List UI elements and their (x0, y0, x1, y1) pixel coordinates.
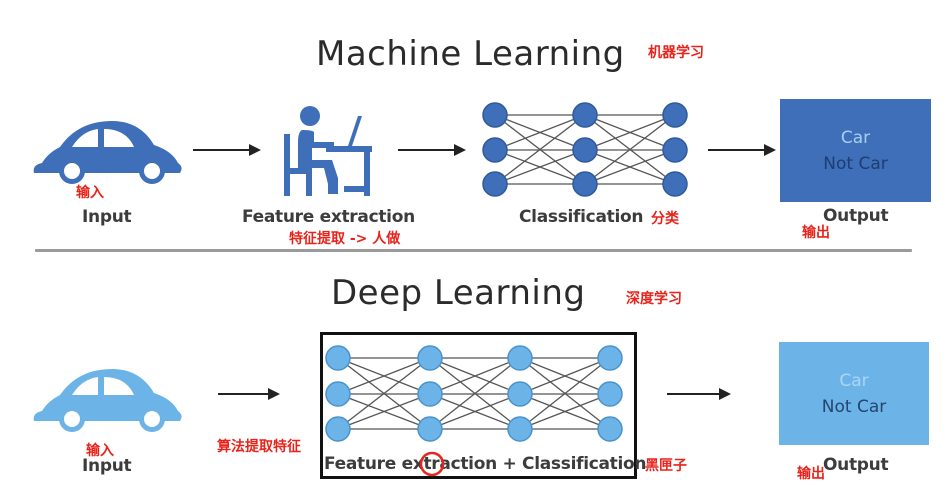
network-node (507, 416, 533, 442)
arrow-right-icon (708, 144, 776, 156)
ml-output-label: Output (823, 206, 889, 226)
network-edge (494, 149, 586, 185)
network-node (482, 137, 508, 163)
ml-feature-note: 特征提取 -> 人做 (289, 231, 401, 247)
network-node (572, 171, 598, 197)
network-node (417, 381, 443, 407)
network-node (597, 416, 623, 442)
network-node (325, 381, 351, 407)
ml-output-note: 输出 (802, 225, 830, 241)
dl-input-label: Input (82, 456, 132, 476)
network-edge (337, 393, 431, 430)
black-box-frame (320, 332, 637, 479)
dl-output-car: Car (839, 370, 869, 391)
dl-output-note: 输出 (797, 466, 825, 482)
network-edge (337, 357, 431, 395)
network-node (572, 137, 598, 163)
ml-title: Machine Learning (316, 34, 625, 74)
ml-neural-network-icon (482, 102, 688, 197)
network-node (482, 102, 508, 128)
ml-input-note: 输入 (76, 185, 104, 201)
dl-network-label: Feature extraction + Classification (324, 454, 647, 474)
dl-output-not-car: Not Car (821, 396, 887, 417)
network-edge (519, 393, 611, 430)
network-node (507, 381, 533, 407)
dl-blackbox-note: 黑匣子 (645, 458, 687, 474)
arrow-right-icon (218, 388, 280, 400)
ml-output-car: Car (840, 127, 871, 148)
arrow-right-icon (193, 144, 261, 156)
network-edge (429, 357, 521, 395)
ml-input-label: Input (82, 207, 132, 227)
network-edge (519, 357, 611, 430)
network-edge (519, 357, 611, 395)
dl-output-label: Output (823, 455, 889, 475)
dl-title: Deep Learning (331, 273, 586, 313)
network-node (662, 137, 688, 163)
network-node (662, 171, 688, 197)
dl-input-note: 输入 (86, 443, 114, 459)
section-divider (35, 249, 912, 252)
ml-output-not-car: Not Car (823, 153, 888, 174)
dl-title-note: 深度学习 (626, 291, 682, 307)
network-edge (494, 114, 586, 185)
network-edge (584, 114, 676, 151)
dl-arrow-note: 算法提取特征 (217, 439, 301, 455)
network-node (417, 416, 443, 442)
dl-neural-network-icon (325, 345, 623, 442)
arrow-right-icon (398, 144, 466, 156)
network-edge (584, 149, 676, 185)
person-at-desk-icon (284, 106, 372, 196)
network-node (662, 102, 688, 128)
dl-car-icon (33, 369, 182, 432)
ml-car-icon (33, 121, 182, 184)
network-node (417, 345, 443, 371)
ml-output-box: Car Not Car (780, 99, 931, 202)
network-node (325, 345, 351, 371)
ml-feature-label: Feature extraction (242, 207, 415, 227)
dl-output-box: Car Not Car (779, 342, 929, 445)
ml-classification-label: Classification (519, 207, 644, 227)
highlight-circle-icon (419, 451, 445, 477)
network-node (325, 416, 351, 442)
network-edge (337, 357, 431, 430)
ml-classification-note: 分类 (651, 211, 679, 227)
network-edge (429, 393, 521, 430)
network-node (572, 102, 598, 128)
network-node (597, 345, 623, 371)
arrow-right-icon (667, 388, 731, 400)
network-node (482, 171, 508, 197)
network-edge (494, 114, 586, 151)
network-node (507, 345, 533, 371)
network-edge (584, 114, 676, 185)
network-node (597, 381, 623, 407)
network-edge (429, 357, 521, 430)
ml-title-note: 机器学习 (648, 45, 704, 61)
